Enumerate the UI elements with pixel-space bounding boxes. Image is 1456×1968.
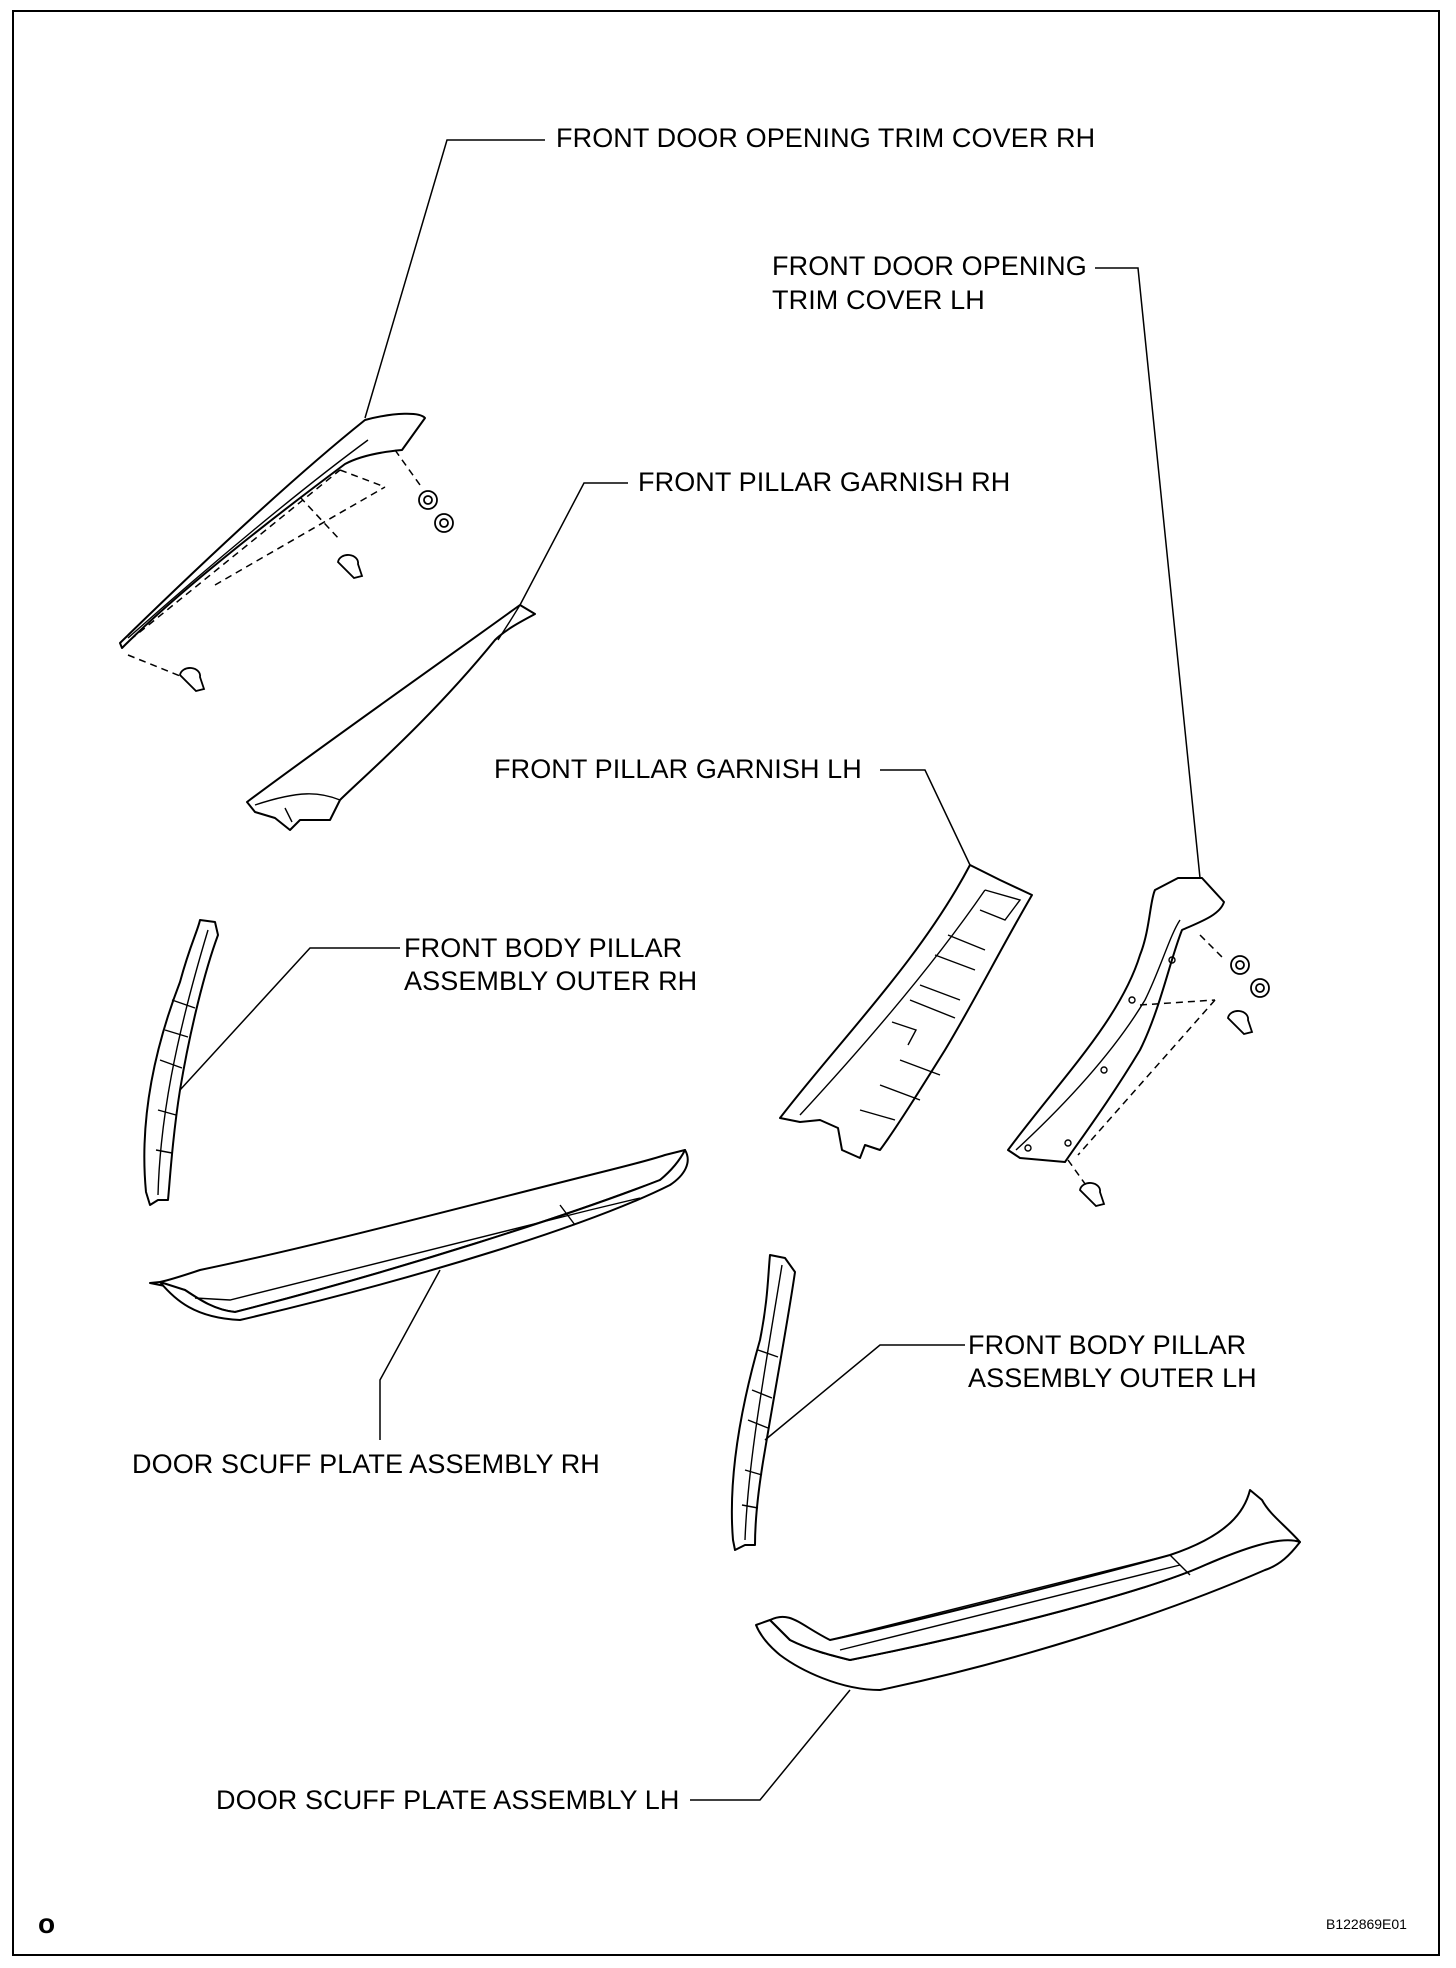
label-pillar-garnish-lh: FRONT PILLAR GARNISH LH [494, 754, 862, 784]
pillar-garnish-lh-part [779, 864, 1033, 1159]
leader-line [519, 482, 628, 606]
label-door-trim-cover-lh-line2: TRIM COVER LH [772, 285, 985, 315]
leader-line [364, 139, 545, 419]
label-body-pillar-lh-line1: FRONT BODY PILLAR [968, 1330, 1247, 1360]
door-trim-cover-lh-part [1007, 877, 1226, 1189]
label-body-pillar-rh-line2: ASSEMBLY OUTER RH [404, 966, 698, 996]
leader-line [179, 947, 400, 1091]
body-pillar-lh-part [730, 1254, 796, 1551]
diagram-frame [12, 10, 1440, 1956]
leader-line [690, 1689, 851, 1801]
leader-line [379, 1269, 441, 1440]
leader-line [764, 1344, 965, 1441]
label-body-pillar-lh-line2: ASSEMBLY OUTER LH [968, 1363, 1257, 1393]
pillar-garnish-rh-part [246, 604, 536, 831]
door-trim-cover-rh-part [119, 412, 426, 677]
label-door-trim-cover-lh-line1: FRONT DOOR OPENING [772, 251, 1087, 281]
leader-line [1095, 267, 1201, 879]
label-scuff-plate-rh: DOOR SCUFF PLATE ASSEMBLY RH [132, 1449, 600, 1479]
clip-icon [179, 490, 454, 692]
clip-icon [1079, 955, 1270, 1207]
corner-mark: o [38, 1908, 56, 1939]
scuff-plate-lh-part [755, 1489, 1301, 1691]
figure-code: B122869E01 [1326, 1916, 1407, 1932]
label-door-trim-cover-rh: FRONT DOOR OPENING TRIM COVER RH [556, 123, 1096, 153]
label-scuff-plate-lh: DOOR SCUFF PLATE ASSEMBLY LH [216, 1785, 680, 1815]
leader-line [880, 769, 971, 866]
scuff-plate-rh-part [149, 1149, 689, 1321]
label-pillar-garnish-rh: FRONT PILLAR GARNISH RH [638, 467, 1011, 497]
body-pillar-rh-part [143, 919, 219, 1206]
label-body-pillar-rh-line1: FRONT BODY PILLAR [404, 933, 683, 963]
